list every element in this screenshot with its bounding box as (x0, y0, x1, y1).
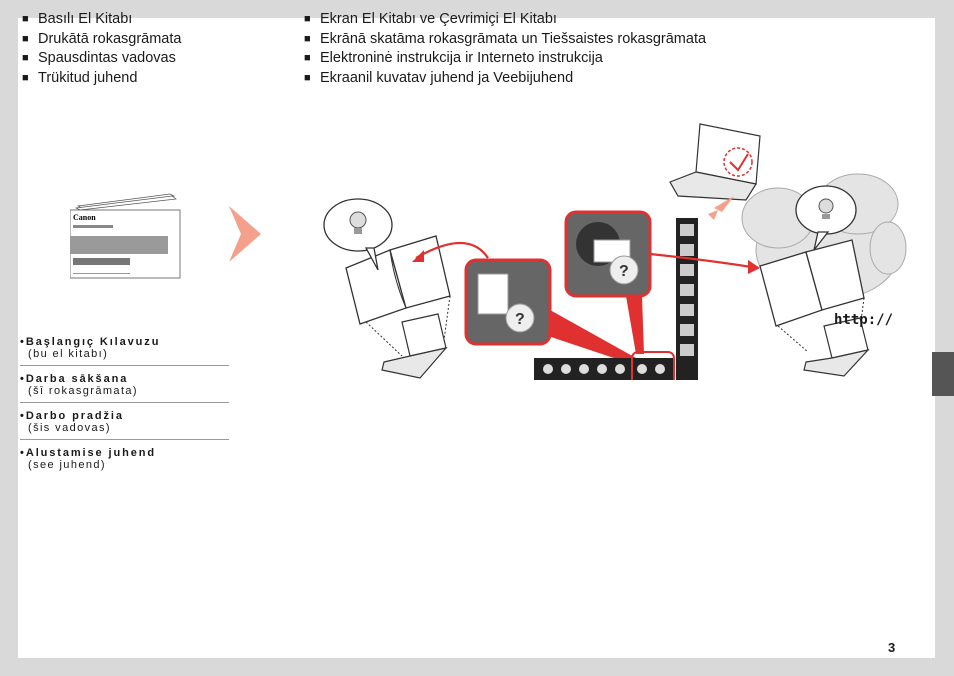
bullet: ■ (304, 13, 311, 25)
booklet-brand: Canon (73, 213, 96, 222)
bullet: ■ (22, 52, 29, 64)
arrow-right-icon (229, 206, 261, 262)
laptop-icon (669, 123, 761, 201)
list-item-text: Elektroninė instrukcija ir Interneto ins… (320, 50, 603, 66)
list-item-text: Ekran El Kitabı ve Çevrimiçi El Kitabı (320, 11, 557, 27)
list-item: ■ Ekraanil kuvatav juhend ja Veebijuhend (304, 69, 706, 89)
svg-text:?: ? (515, 311, 525, 328)
lightbulb-speech-icon (323, 198, 393, 271)
list-item: ■ Ekrānā skatāma rokasgrāmata un Tiešsais… (304, 30, 706, 50)
bullet: ■ (22, 32, 29, 45)
online-help-icon: ? (564, 210, 652, 298)
list-item-text: Basılı El Kitabı (38, 11, 133, 27)
guide-title-labels: •Başlangıç Kılavuzu (bu el kitabı) •Darb… (20, 334, 229, 482)
list-item-text: Spausdintas vadovas (38, 50, 176, 66)
page-number: 3 (888, 640, 896, 655)
bullet: ■ (22, 71, 29, 84)
toolbar-highlight (631, 351, 675, 380)
label-item: •Başlangıç Kılavuzu (bu el kitabı) (20, 334, 229, 366)
list-item-text: Drukātā rokasgrāmata (38, 30, 182, 47)
label-title: Alustamise juhend (25, 447, 156, 459)
label-title: Darbo pradžia (25, 410, 124, 422)
label-subtitle: (šis vadovas) (28, 422, 111, 434)
list-item: ■ Elektroninė instrukcija ir Interneto in… (304, 49, 706, 69)
list-item: ■ Drukātā rokasgrāmata (22, 30, 181, 50)
url-label: http:// (834, 312, 894, 328)
bullet: ■ (304, 52, 311, 64)
bullet: ■ (22, 13, 29, 25)
bullet: ■ (304, 32, 311, 45)
svg-text:?: ? (619, 263, 629, 280)
printed-manual-list: ■Basılı El Kitabı ■Drukātā rokasgrāmata … (22, 10, 181, 88)
label-item: •Alustamise juhend (see juhend) (20, 445, 229, 477)
list-item-text: Ekraanil kuvatav juhend ja Veebijuhend (320, 69, 574, 86)
printed-booklet-illustration: Canon (70, 193, 181, 279)
list-item-text: Trükitud juhend (38, 69, 138, 86)
list-item-text: Ekrānā skatāma rokasgrāmata un Tiešsaist… (320, 30, 707, 47)
section-tab (932, 352, 954, 396)
vertical-toolbar-icons (680, 224, 694, 356)
list-item: ■ Trükitud juhend (22, 69, 181, 89)
laptop-icon (381, 313, 448, 379)
help-document-icon: ? (464, 258, 552, 346)
laptop-icon (803, 317, 870, 377)
lightbulb-speech-icon (795, 185, 857, 251)
label-subtitle: (šī rokasgrāmata) (28, 385, 138, 397)
label-item: •Darbo pradžia (šis vadovas) (20, 408, 229, 440)
list-item: ■ Ekran El Kitabı ve Çevrimiçi El Kitabı (304, 10, 706, 30)
label-subtitle: (bu el kitabı) (28, 348, 109, 360)
open-book-icon (759, 239, 865, 327)
label-subtitle: (see juhend) (28, 459, 106, 471)
list-item: ■ Basılı El Kitabı (22, 10, 181, 30)
toolbar-icons (543, 364, 665, 374)
label-title: Darba sākšana (25, 373, 129, 385)
onscreen-manual-list: ■Ekran El Kitabı ve Çevrimiçi El Kitabı … (304, 10, 706, 88)
bullet: ■ (304, 71, 311, 84)
onscreen-manual-illustration: ? ? (323, 123, 907, 380)
label-item: •Darba sākšana (šī rokasgrāmata) (20, 371, 229, 403)
label-title: Başlangıç Kılavuzu (25, 336, 161, 348)
list-item: ■ Spausdintas vadovas (22, 49, 181, 69)
